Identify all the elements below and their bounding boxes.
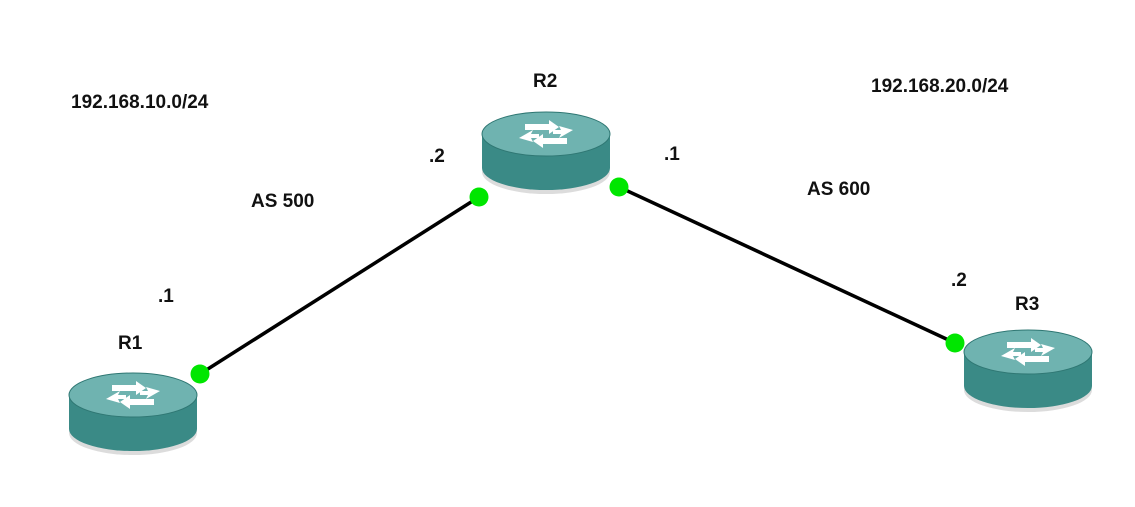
router-r1[interactable] bbox=[66, 369, 200, 461]
interface-label-r3: .2 bbox=[951, 270, 967, 291]
port-r1-up[interactable] bbox=[190, 364, 210, 384]
interface-label-r2-left: .2 bbox=[429, 146, 445, 167]
port-r2-left[interactable] bbox=[469, 187, 489, 207]
interface-label-r1: .1 bbox=[158, 286, 174, 307]
port-r3-up[interactable] bbox=[945, 333, 965, 353]
router-icon bbox=[481, 111, 611, 194]
router-icon bbox=[68, 372, 198, 455]
router-name-r2: R2 bbox=[533, 71, 558, 92]
router-r3[interactable] bbox=[961, 326, 1095, 418]
network-label-left: 192.168.10.0/24 bbox=[71, 92, 209, 113]
router-name-r3: R3 bbox=[1015, 294, 1040, 315]
network-label-right: 192.168.20.0/24 bbox=[871, 76, 1009, 97]
router-icon bbox=[963, 329, 1093, 412]
router-r2[interactable] bbox=[479, 108, 613, 200]
interface-label-r2-right: .1 bbox=[664, 144, 680, 165]
as-label-right: AS 600 bbox=[807, 179, 871, 200]
link-r2-r3[interactable] bbox=[618, 185, 956, 345]
as-label-left: AS 500 bbox=[251, 191, 315, 212]
link-r1-r2[interactable] bbox=[199, 195, 480, 376]
router-name-r1: R1 bbox=[118, 333, 143, 354]
port-r2-right[interactable] bbox=[609, 177, 629, 197]
